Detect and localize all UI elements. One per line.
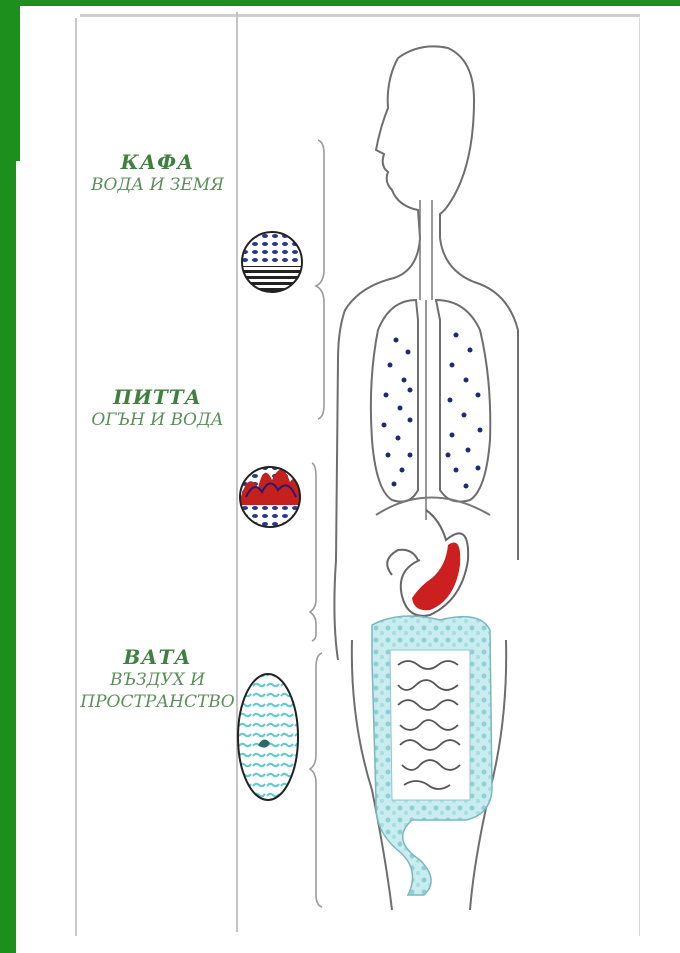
pitta-symbol-icon <box>238 465 304 531</box>
stomach-icon <box>387 510 468 616</box>
large-intestine-icon <box>372 616 492 895</box>
vata-brace-icon <box>310 653 322 907</box>
vata-symbol-icon <box>238 674 298 800</box>
trachea-icon <box>420 200 432 520</box>
kapha-symbol-icon <box>240 230 304 296</box>
kapha-brace-icon <box>316 140 324 419</box>
pitta-brace-icon <box>310 463 316 641</box>
lungs-icon <box>371 300 490 502</box>
